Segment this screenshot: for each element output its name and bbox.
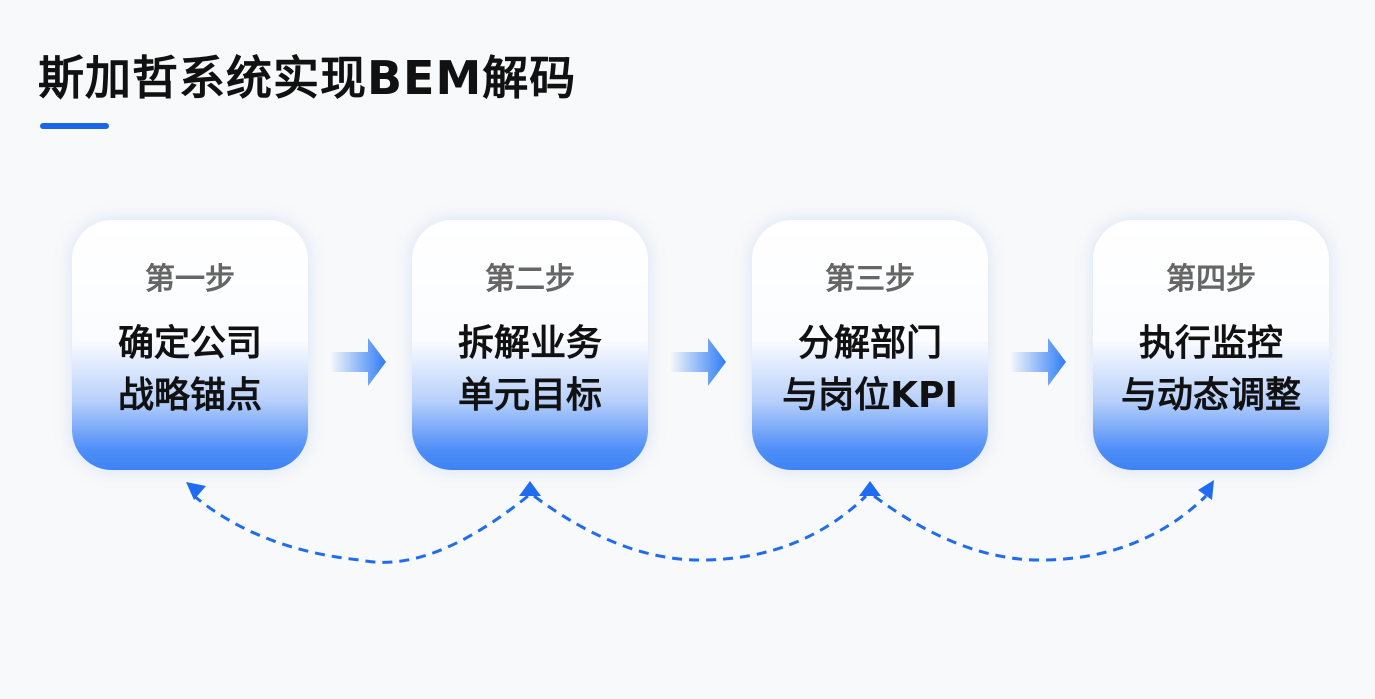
step-label: 第四步 — [1166, 262, 1256, 297]
page-title: 斯加哲系统实现BEM解码 — [38, 51, 577, 105]
step-text-line1: 执行监控 — [1138, 323, 1283, 364]
title-underline — [40, 123, 109, 129]
step-label: 第一步 — [145, 262, 235, 297]
step-text-line2: 单元目标 — [457, 375, 602, 416]
step-text-line1: 分解部门 — [797, 323, 942, 364]
step-text-line1: 确定公司 — [117, 323, 262, 364]
step-card-2: 第二步 拆解业务单元目标 — [412, 220, 648, 470]
step-label: 第二步 — [485, 262, 575, 297]
feedback-arc — [873, 494, 1208, 562]
feedback-arc — [193, 494, 529, 564]
step-label: 第三步 — [825, 262, 915, 297]
step-card-1: 第一步 确定公司战略锚点 — [72, 220, 308, 470]
feedback-arc — [533, 494, 868, 562]
step-text-line2: 与动态调整 — [1120, 375, 1301, 416]
arrowhead-icon — [519, 481, 541, 496]
step-text-line1: 拆解业务 — [457, 323, 602, 364]
right-arrow-icon — [670, 338, 726, 386]
step-text-line2: 战略锚点 — [117, 375, 262, 416]
arrowhead-icon — [186, 482, 206, 500]
step-card-4: 第四步 执行监控与动态调整 — [1093, 220, 1329, 470]
arrowhead-icon — [1198, 480, 1214, 500]
right-arrow-icon — [330, 338, 386, 386]
step-text-line2: 与岗位KPI — [782, 375, 958, 416]
step-card-3: 第三步 分解部门与岗位KPI — [752, 220, 988, 470]
arrowhead-icon — [859, 481, 881, 496]
right-arrow-icon — [1010, 338, 1066, 386]
